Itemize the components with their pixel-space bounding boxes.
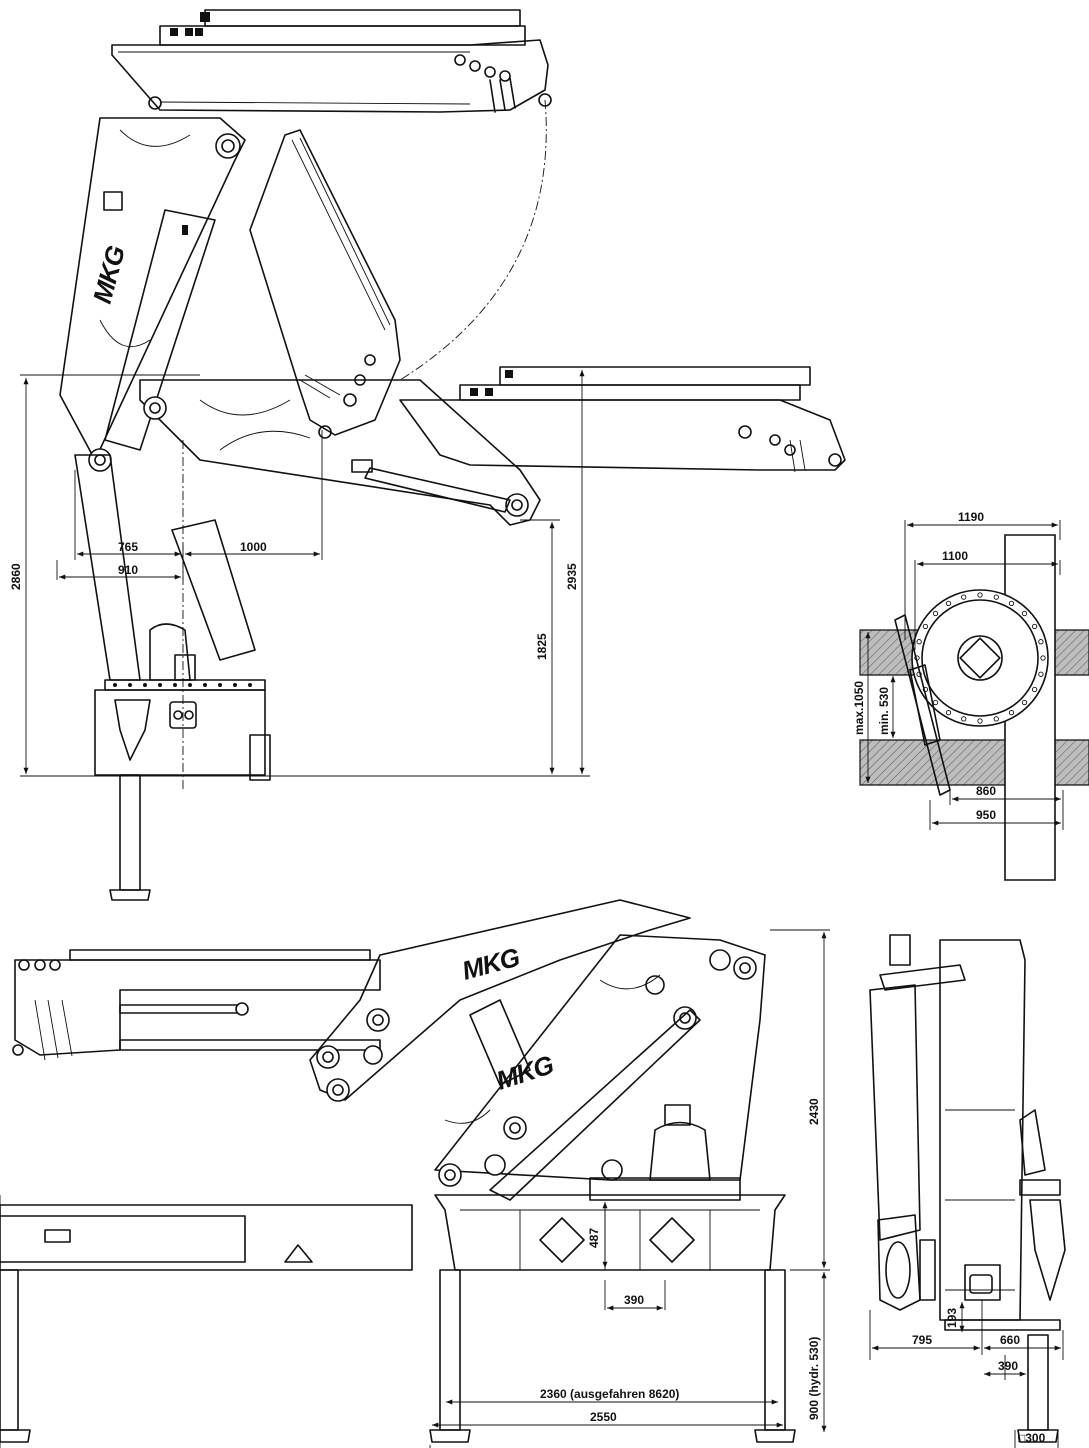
bolt-hole [993,716,999,722]
dim-min530: min. 530 [877,687,891,735]
dim-2860: 2860 [9,563,23,590]
folded-view-crane: MKG MKG [0,899,830,1448]
dim-2550: 2550 [590,1410,617,1424]
dim-900-hydr: 900 (hydr. 530) [807,1337,821,1420]
bolt-hole [1021,610,1028,617]
bolt-hole [1038,671,1044,677]
bolt-hole [1008,709,1015,716]
bolt-hole [1008,600,1015,607]
bolt-hole [1038,639,1044,645]
bolt-hole [932,610,939,617]
dim-660: 660 [1000,1333,1020,1347]
bolt-hole [1021,699,1028,706]
bolt-hole [961,594,967,600]
dim-max1050: max.1050 [852,681,866,735]
bolt-hole [945,600,952,607]
dim-1825: 1825 [535,633,549,660]
side-view-crane: MKG [9,9,846,901]
bolt-hole [1040,655,1046,661]
dim-2935: 2935 [565,563,579,590]
dim-950: 950 [976,808,996,822]
logo-column: MKG [87,242,131,306]
bolt-hole [977,718,983,724]
bolt-hole [916,639,922,645]
bolt-hole [922,623,929,630]
plan-view: 1190 1100 860 950 max.1050 min. 530 [852,510,1089,881]
dim-1000: 1000 [240,540,267,554]
dim-487: 487 [587,1228,601,1248]
end-view-crane: 193 795 660 390 □300 [869,934,1066,1448]
dim-390-side: 390 [998,1359,1018,1373]
dim-860: 860 [976,784,996,798]
bolt-hole [1031,686,1038,693]
bolt-hole [961,716,967,722]
bolt-hole [945,709,952,716]
dim-2360: 2360 (ausgefahren 8620) [540,1387,679,1401]
dim-1190: 1190 [958,510,984,524]
dim-795: 795 [912,1333,932,1347]
bolt-hole [977,592,983,598]
dim-193: 193 [945,1308,959,1328]
dim-910: 910 [118,563,138,577]
bolt-hole [1031,623,1038,630]
bolt-hole [993,594,999,600]
dim-765: 765 [118,540,138,554]
dim-2430: 2430 [807,1098,821,1125]
dim-390-front: 390 [624,1293,644,1307]
dim-300-square: □300 [1018,1431,1046,1445]
dim-1100: 1100 [942,549,968,563]
